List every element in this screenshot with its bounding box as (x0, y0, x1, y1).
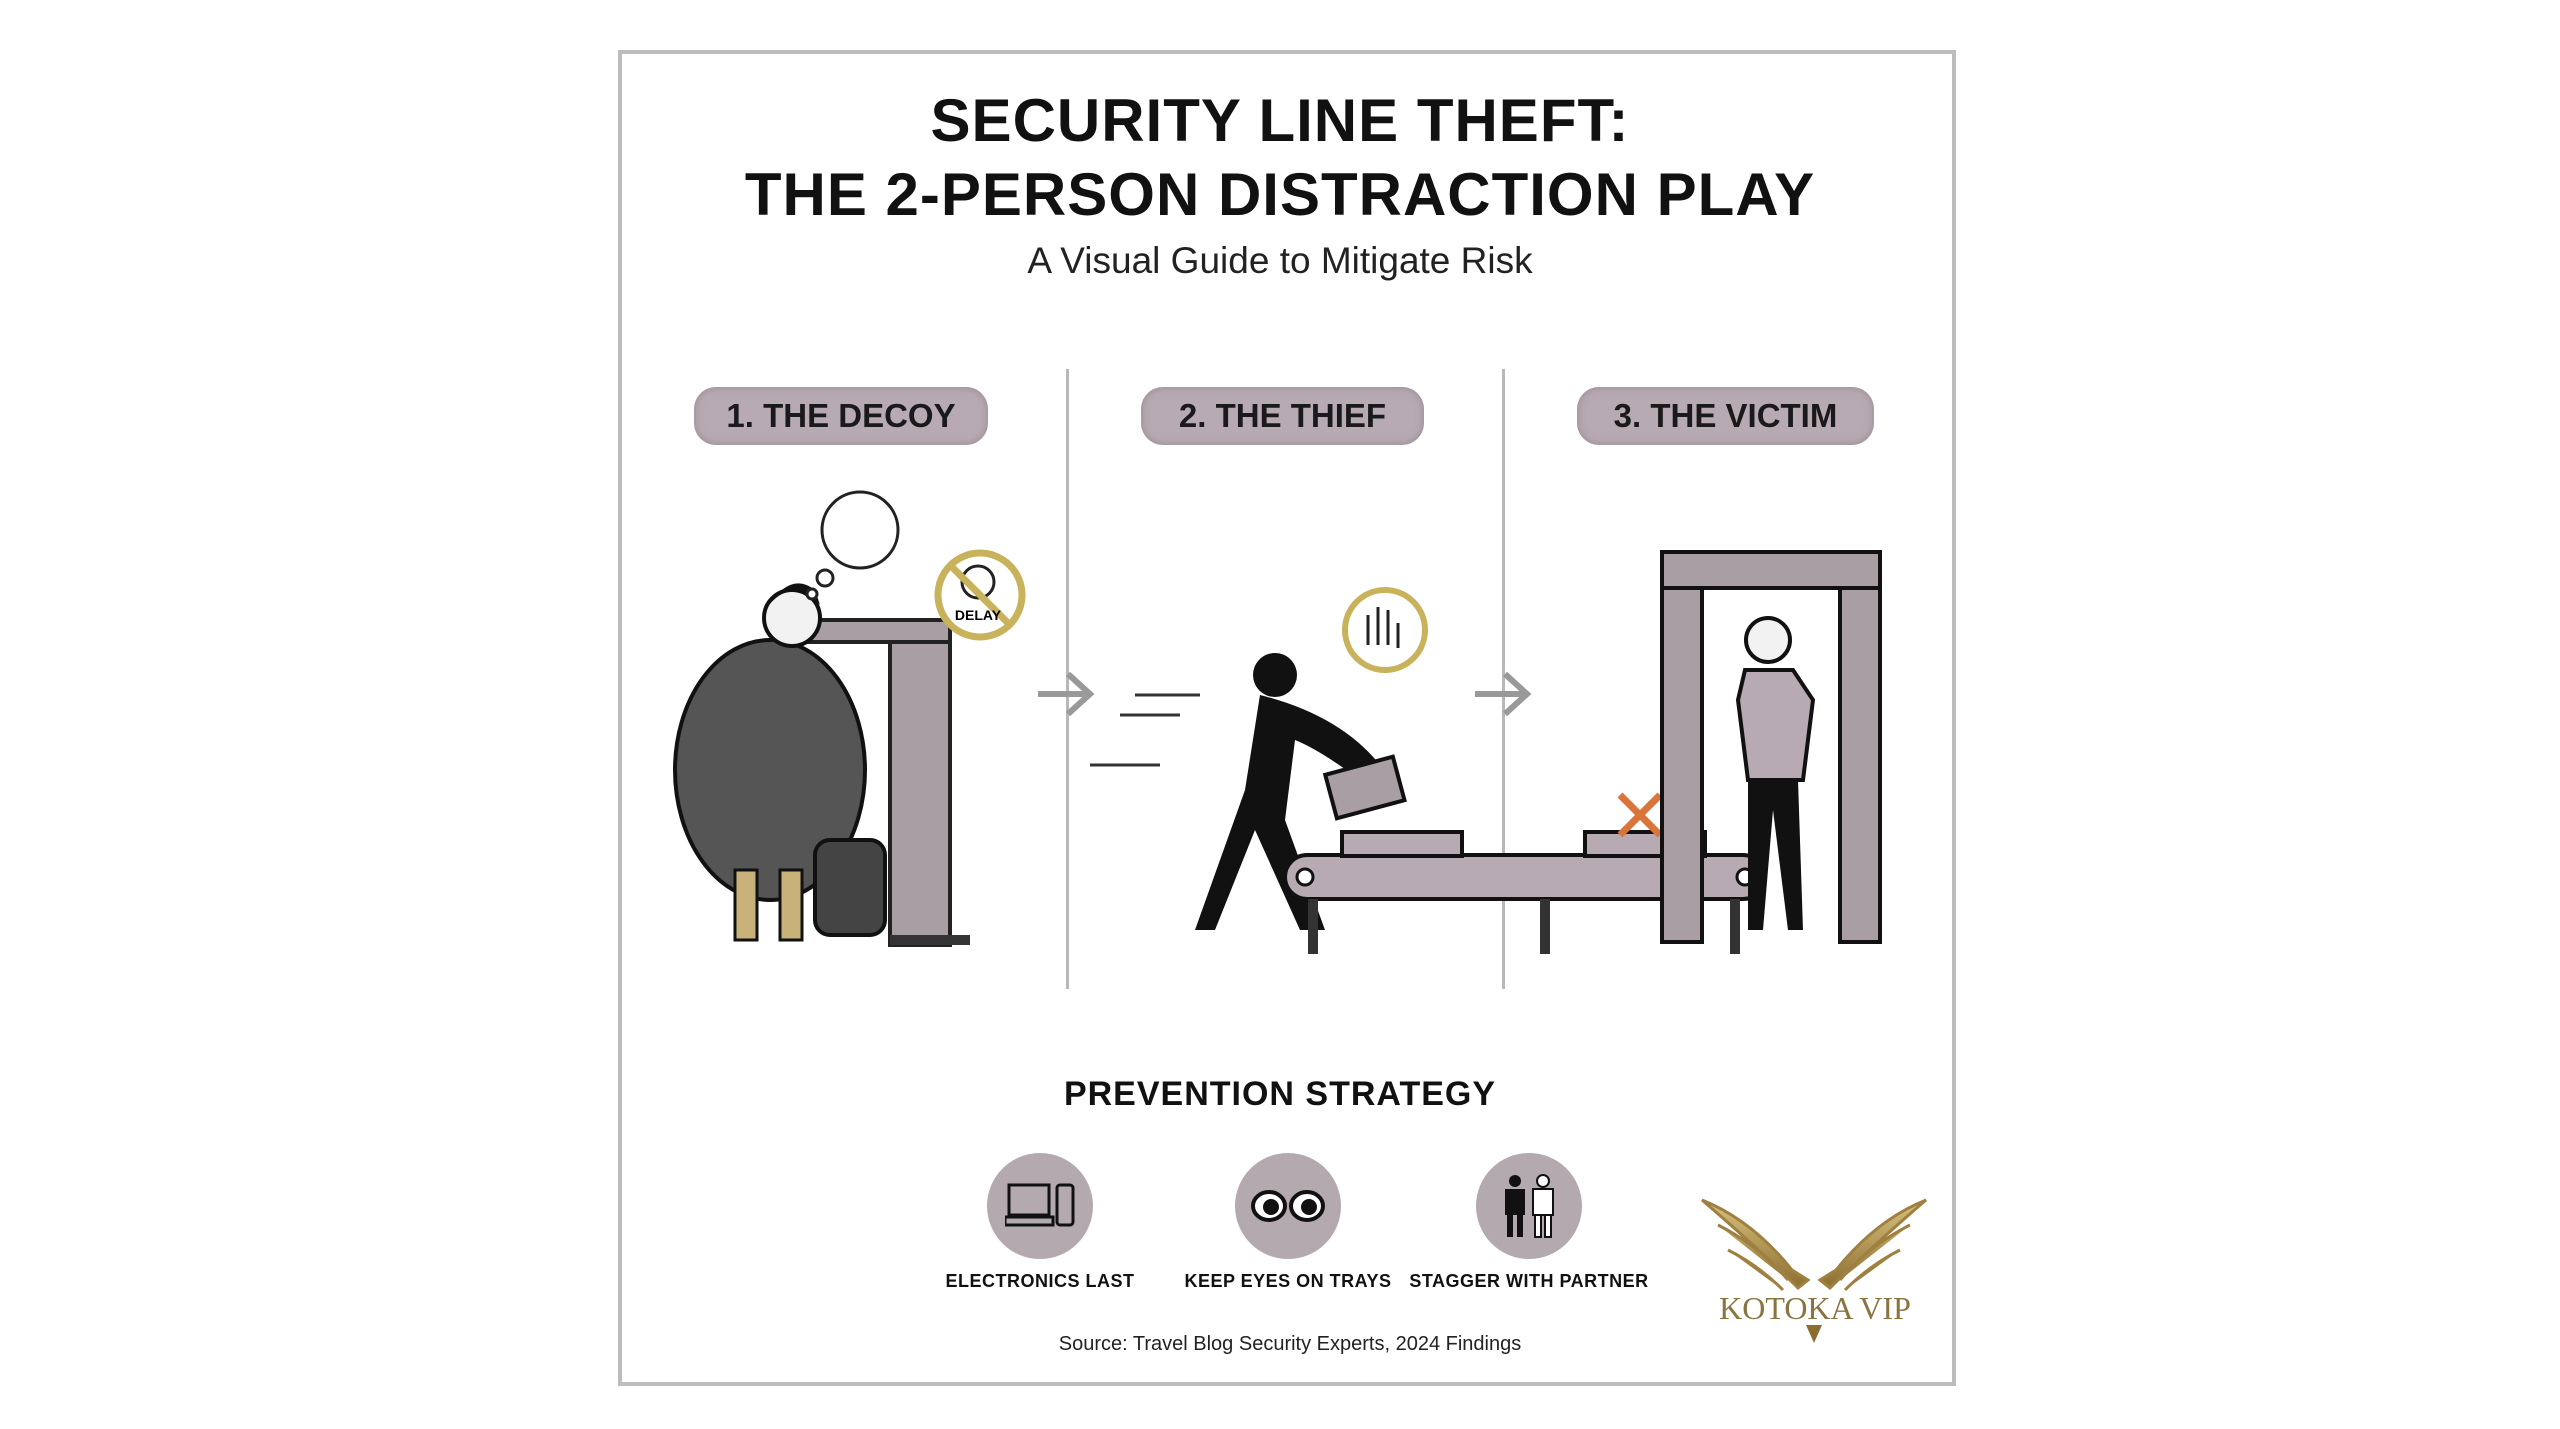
step-pill-victim: 3. THE VICTIM (1577, 387, 1874, 445)
prevention-title: PREVENTION STRATEGY (1063, 1075, 1497, 1113)
hand-grab-icon (1342, 587, 1428, 673)
tip-label: KEEP EYES ON TRAYS (1184, 1271, 1392, 1291)
thief-illustration (1090, 653, 1407, 930)
no-delay-icon: DELAY (934, 549, 1026, 641)
step-pill-decoy: 1. THE DECOY (694, 387, 988, 445)
source-note: Source: Travel Blog Security Experts, 20… (1058, 1333, 1522, 1355)
x-mark-icon (1617, 792, 1663, 838)
step-pill-thief: 2. THE THIEF (1141, 387, 1424, 445)
tip-label: STAGGER WITH PARTNER (1409, 1271, 1649, 1291)
illustration-scene: DELAY (673, 490, 1882, 954)
step-label: 1. THE DECOY (726, 397, 956, 434)
step-label: 3. THE VICTIM (1613, 397, 1838, 434)
decoy-illustration (673, 490, 970, 947)
kotoka-wings-logo (1701, 1198, 1927, 1343)
two-people-icon (1476, 1153, 1582, 1259)
logo-text: KOTOKA VIP (1719, 1290, 1911, 1326)
victim-illustration (1660, 550, 1882, 944)
tip-label: ELECTRONICS LAST (945, 1271, 1135, 1291)
title-line-1: SECURITY LINE THEFT: (930, 87, 1630, 154)
title-line-2: THE 2-PERSON DISTRACTION PLAY (744, 161, 1816, 228)
step-label: 2. THE THIEF (1178, 397, 1387, 434)
eyes-icon (1235, 1153, 1341, 1259)
delay-badge-text: DELAY (955, 607, 1002, 623)
arrow-right-icon (1038, 671, 1532, 717)
subtitle: A Visual Guide to Mitigate Risk (1027, 240, 1533, 281)
divider (1502, 369, 1505, 989)
thought-bubble (820, 490, 900, 570)
laptop-phone-icon (987, 1153, 1093, 1259)
divider (1066, 369, 1069, 989)
